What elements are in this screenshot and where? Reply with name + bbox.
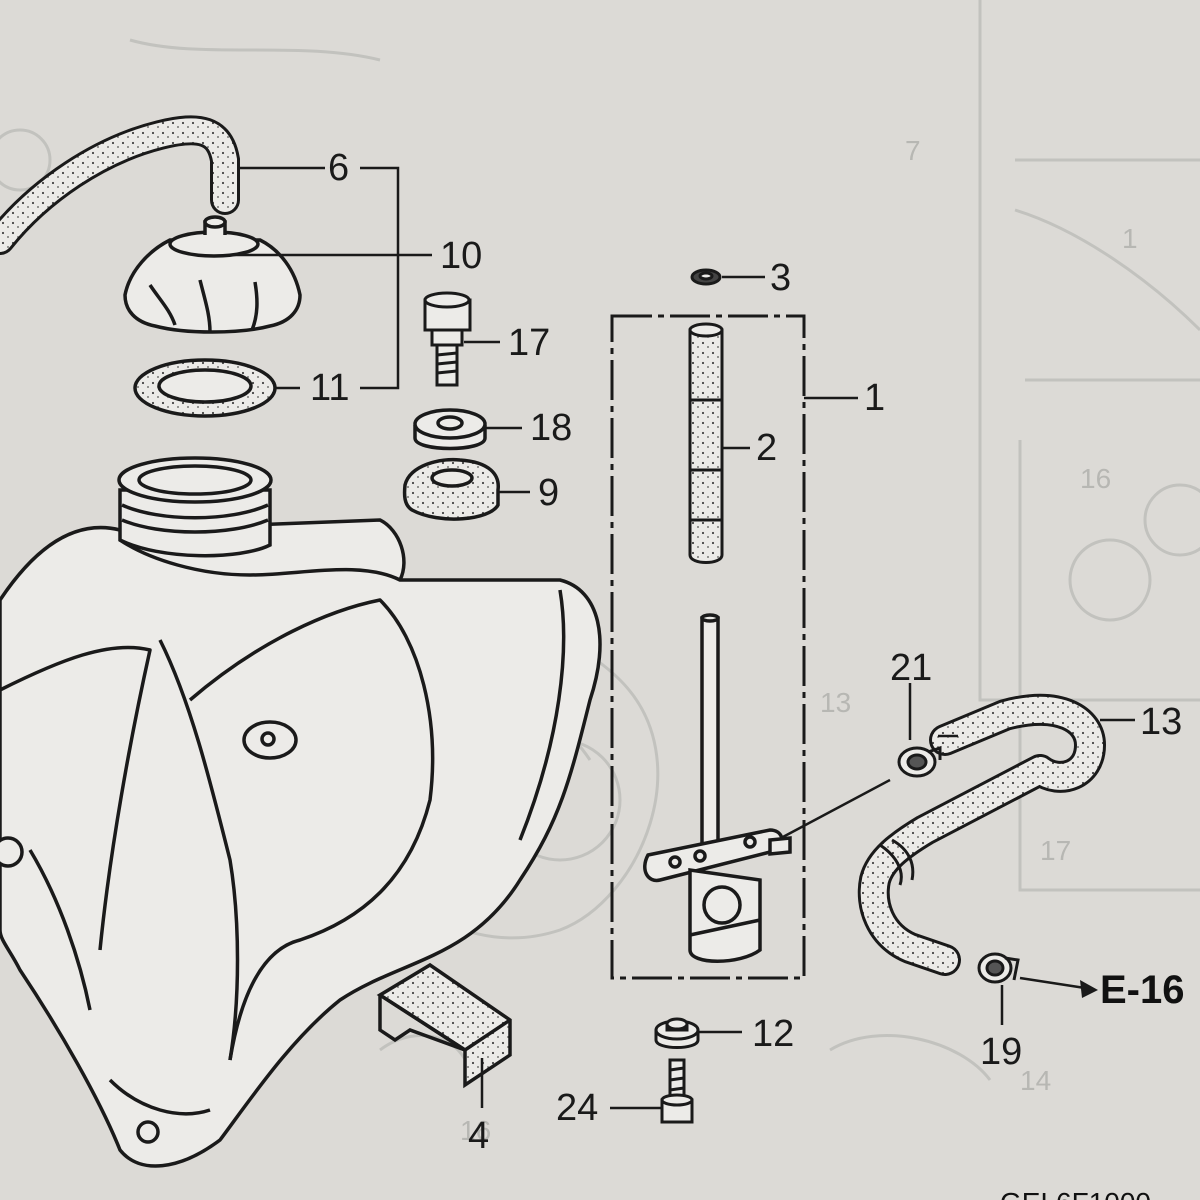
ghost-label: 16 (1080, 463, 1111, 494)
clip-19 (977, 952, 1020, 984)
cap-gasket (133, 358, 277, 418)
cushion-4 (376, 962, 512, 1089)
callout-10: 10 (440, 235, 482, 277)
bolt-17 (423, 291, 472, 387)
tube-break-marks (879, 838, 915, 886)
breather-tube-fill (0, 118, 237, 252)
grommet-9 (402, 457, 500, 521)
callout-9: 9 (538, 472, 559, 514)
ghost-label: 13 (820, 687, 851, 718)
fuel-cap (123, 215, 302, 334)
ghost-label: 7 (905, 135, 921, 166)
callout-11: 11 (310, 367, 349, 409)
strainer-2 (688, 322, 724, 564)
ghost-label: 14 (1020, 1065, 1051, 1096)
callout-3: 3 (770, 257, 791, 299)
callout-18: 18 (530, 407, 572, 449)
fuel-valve (643, 613, 792, 963)
assembly-box (610, 314, 806, 980)
callout-21: 21 (890, 647, 932, 689)
ghost-label: 1 (1122, 223, 1138, 254)
callout-6: 6 (328, 147, 349, 189)
callouts: 6 10 11 17 18 9 3 1 2 21 13 12 24 4 19 (310, 147, 1182, 1157)
callout-1: 1 (864, 377, 885, 419)
fuel-tank (0, 518, 602, 1168)
clip-21 (897, 745, 942, 778)
fuel-tube-fill (860, 696, 1103, 973)
bolt-24 (660, 1058, 694, 1124)
callout-17: 17 (508, 322, 550, 364)
callout-24: 24 (556, 1087, 598, 1129)
arrow-head (1080, 980, 1098, 998)
callout-2: 2 (756, 427, 777, 469)
o-ring-3 (690, 268, 722, 286)
filler-neck (117, 456, 273, 558)
leader-lines (232, 166, 1135, 1110)
ghost-label: 16 (460, 1115, 491, 1146)
ghost-label: 17 (1040, 835, 1071, 866)
callout-4: 4 (468, 1115, 489, 1157)
page-reference: E-16 (1100, 968, 1185, 1012)
callout-12: 12 (752, 1013, 794, 1055)
callout-13: 13 (1140, 701, 1182, 743)
drawing-code: GEL6F1000 (1000, 1187, 1151, 1200)
washer-18 (413, 408, 487, 451)
callout-19: 19 (980, 1031, 1022, 1073)
washer-12 (654, 1017, 700, 1049)
